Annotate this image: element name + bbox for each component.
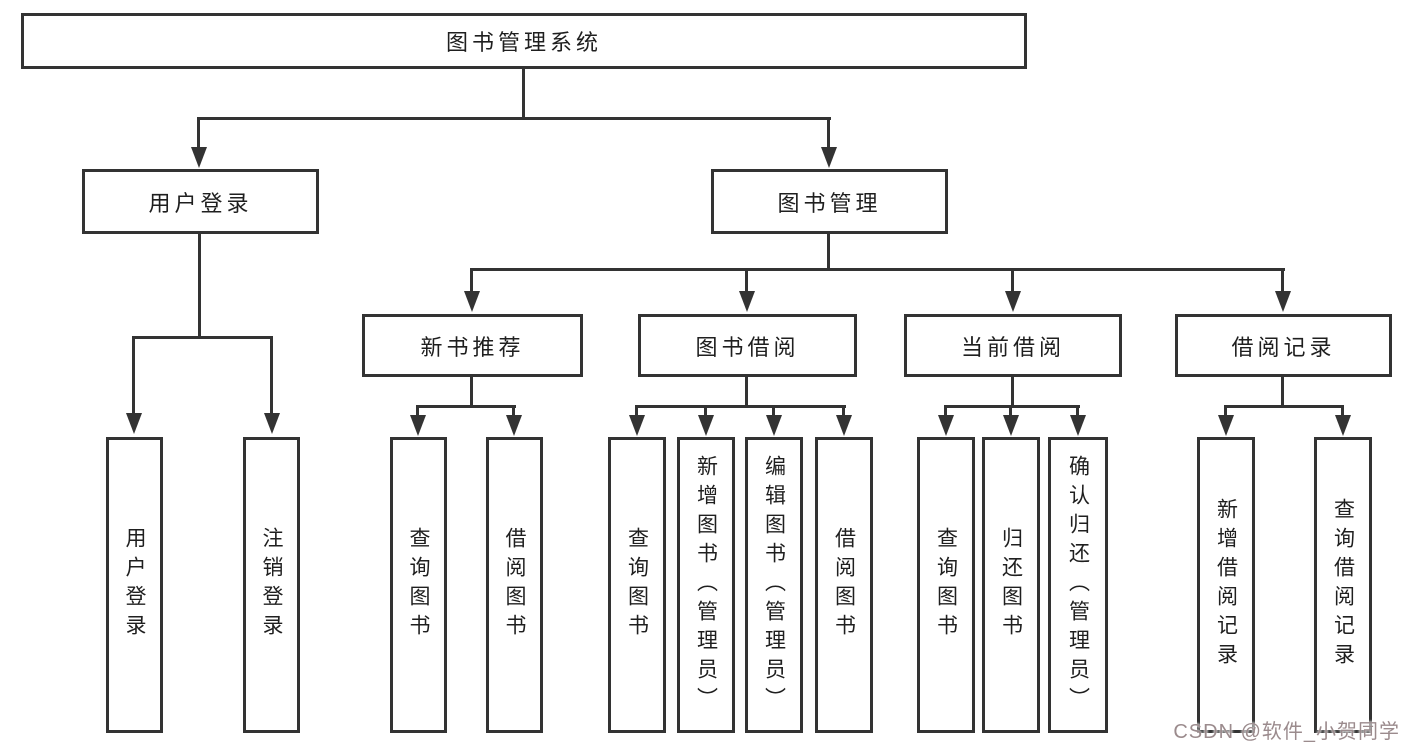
connector-root-stem (522, 69, 525, 120)
arrowhead-login-leaf1 (126, 413, 142, 434)
borrow-records-label: 借阅记录 (1231, 334, 1336, 360)
leaf-borrow-query-books: 查询图书 (608, 437, 666, 733)
connector-borrow-stem (745, 377, 748, 408)
arrowhead-to-current (1005, 291, 1021, 312)
arrowhead-borrow-leaf4 (836, 415, 852, 436)
arrowhead-current-leaf2 (1003, 415, 1019, 436)
connector-to-borrow-stem (745, 268, 748, 295)
user-login-label: 用户登录 (148, 190, 253, 216)
arrowhead-to-newbook (464, 291, 480, 312)
connector-login-leaf2-stem (270, 336, 273, 416)
connector-newbook-stem (470, 377, 473, 408)
connector-mgmt-stem (827, 234, 830, 271)
leaf-newbook-borrow-books: 借阅图书 (486, 437, 543, 733)
arrowhead-to-records (1275, 291, 1291, 312)
leaf-borrow-books-label: 借阅图书 (832, 527, 856, 643)
connector-login-stem (198, 234, 201, 339)
leaf-logout: 注销登录 (243, 437, 300, 733)
current-borrow-label: 当前借阅 (960, 334, 1065, 360)
leaf-confirm-return-admin: 确认归还（管理员） (1048, 437, 1108, 733)
connector-to-records-stem (1281, 268, 1284, 295)
book-mgmt-box: 图书管理 (711, 169, 948, 234)
arrowhead-borrow-leaf1 (629, 415, 645, 436)
leaf-user-login-label: 用户登录 (123, 527, 147, 643)
leaf-borrow-query-books-label: 查询图书 (625, 527, 649, 643)
connector-borrow-hline (635, 405, 846, 408)
leaf-query-borrow-record-label: 查询借阅记录 (1331, 498, 1355, 672)
arrowhead-newbook-leaf2 (506, 415, 522, 436)
arrowhead-borrow-leaf3 (766, 415, 782, 436)
csdn-watermark: CSDN @软件_小贺同学 (1173, 721, 1400, 743)
leaf-add-borrow-record: 新增借阅记录 (1197, 437, 1255, 733)
connector-level1-hline (197, 117, 831, 120)
leaf-return-book: 归还图书 (982, 437, 1040, 733)
book-borrow-box: 图书借阅 (638, 314, 857, 377)
arrowhead-borrow-leaf2 (698, 415, 714, 436)
new-book-rec-label: 新书推荐 (420, 334, 525, 360)
book-borrow-label: 图书借阅 (695, 334, 800, 360)
leaf-edit-book-admin-label: 编辑图书（管理员） (762, 454, 786, 716)
arrowhead-to-borrow (739, 291, 755, 312)
connector-records-leaf1-stem (1224, 405, 1227, 419)
leaf-query-borrow-record: 查询借阅记录 (1314, 437, 1372, 733)
borrow-records-box: 借阅记录 (1175, 314, 1392, 377)
arrowhead-to-mgmt (821, 147, 837, 168)
connector-to-newbook-stem (470, 268, 473, 295)
connector-level2-hline (470, 268, 1285, 271)
connector-borrow-leaf3-stem (772, 405, 775, 419)
user-login-box: 用户登录 (82, 169, 319, 234)
leaf-current-query-books: 查询图书 (917, 437, 975, 733)
arrowhead-to-login (191, 147, 207, 168)
leaf-newbook-query-books-label: 查询图书 (407, 527, 431, 643)
leaf-edit-book-admin: 编辑图书（管理员） (745, 437, 803, 733)
arrowhead-login-leaf2 (264, 413, 280, 434)
leaf-newbook-borrow-books-label: 借阅图书 (503, 527, 527, 643)
connector-login-hline (132, 336, 273, 339)
leaf-return-book-label: 归还图书 (999, 527, 1023, 643)
system-root-label: 图书管理系统 (445, 30, 602, 55)
connector-newbook-hline (416, 405, 516, 408)
connector-records-leaf2-stem (1341, 405, 1344, 419)
connector-to-login-stem (197, 117, 200, 150)
connector-borrow-leaf2-stem (704, 405, 707, 419)
connector-current-leaf3-stem (1076, 405, 1079, 419)
connector-borrow-leaf4-stem (842, 405, 845, 419)
arrowhead-current-leaf3 (1070, 415, 1086, 436)
leaf-logout-label: 注销登录 (260, 527, 284, 643)
leaf-add-book-admin: 新增图书（管理员） (677, 437, 735, 733)
connector-current-stem (1011, 377, 1014, 408)
connector-records-stem (1281, 377, 1284, 408)
connector-newbook-leaf2-stem (512, 405, 515, 419)
leaf-add-borrow-record-label: 新增借阅记录 (1214, 498, 1238, 672)
connector-records-hline (1224, 405, 1344, 408)
new-book-rec-box: 新书推荐 (362, 314, 583, 377)
arrowhead-newbook-leaf1 (410, 415, 426, 436)
system-root-box: 图书管理系统 (21, 13, 1027, 69)
arrowhead-records-leaf2 (1335, 415, 1351, 436)
connector-to-current-stem (1011, 268, 1014, 295)
leaf-add-book-admin-label: 新增图书（管理员） (694, 454, 718, 716)
connector-login-leaf1-stem (132, 336, 135, 416)
arrowhead-records-leaf1 (1218, 415, 1234, 436)
connector-borrow-leaf1-stem (635, 405, 638, 419)
leaf-confirm-return-admin-label: 确认归还（管理员） (1066, 454, 1090, 716)
connector-current-leaf2-stem (1009, 405, 1012, 419)
leaf-newbook-query-books: 查询图书 (390, 437, 447, 733)
leaf-user-login: 用户登录 (106, 437, 163, 733)
connector-newbook-leaf1-stem (416, 405, 419, 419)
connector-current-leaf1-stem (944, 405, 947, 419)
book-mgmt-label: 图书管理 (777, 190, 882, 216)
arrowhead-current-leaf1 (938, 415, 954, 436)
connector-to-mgmt-stem (827, 117, 830, 150)
leaf-current-query-books-label: 查询图书 (934, 527, 958, 643)
leaf-borrow-books: 借阅图书 (815, 437, 873, 733)
current-borrow-box: 当前借阅 (904, 314, 1122, 377)
connector-current-hline (944, 405, 1080, 408)
